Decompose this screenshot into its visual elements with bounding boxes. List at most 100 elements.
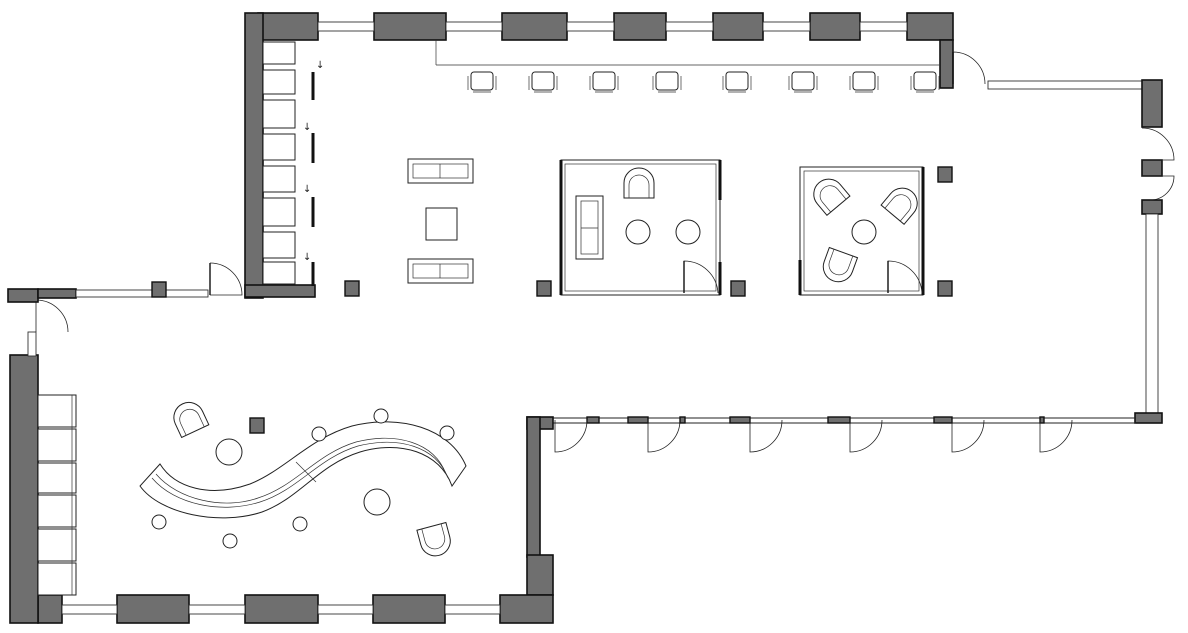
window — [762, 21, 811, 32]
booth-bench — [262, 99, 296, 129]
wall-segment — [526, 554, 554, 596]
wall-segment — [244, 284, 316, 298]
booth-seat — [37, 462, 77, 494]
armchair — [173, 402, 210, 439]
exterior-walls — [7, 12, 1175, 624]
office-doors — [554, 416, 1073, 453]
window — [665, 21, 714, 32]
stool — [373, 408, 389, 424]
columns — [249, 166, 953, 434]
window-bench-counter — [435, 40, 940, 66]
wall-segment — [526, 416, 541, 558]
serpentine-sofa — [139, 421, 467, 519]
jamb — [1039, 416, 1045, 424]
booth-bench — [262, 231, 296, 259]
stool — [439, 425, 455, 441]
wall-segment — [501, 12, 568, 41]
stool — [222, 533, 238, 549]
door-swing — [849, 419, 883, 453]
wall-segment — [37, 288, 77, 299]
side-table — [851, 219, 877, 245]
wall-segment — [257, 12, 319, 41]
office-chair — [910, 71, 940, 93]
wall-segment — [939, 39, 954, 89]
wall-segment — [116, 594, 190, 624]
wall-segment — [372, 594, 446, 624]
door-arrow: ↓ — [303, 122, 311, 133]
armchair — [880, 187, 918, 226]
window — [317, 604, 374, 615]
office-chair — [528, 71, 558, 93]
booth-seat — [37, 562, 77, 596]
jamb — [679, 416, 686, 424]
window — [317, 21, 375, 32]
round-table — [215, 438, 243, 466]
door-swing — [749, 419, 783, 453]
wall-segment — [1134, 412, 1163, 424]
wall-segment — [373, 12, 447, 41]
window — [27, 331, 37, 357]
jamb — [627, 416, 649, 424]
wall-segment — [499, 594, 554, 624]
wall-segment — [809, 12, 861, 41]
wall-segment — [244, 594, 319, 624]
door-swing — [647, 419, 681, 453]
wall-booths — [37, 394, 77, 596]
stool — [311, 426, 327, 442]
side-table — [675, 219, 701, 245]
door-swing — [952, 51, 986, 85]
counter-chairs — [467, 71, 940, 93]
column — [536, 280, 552, 297]
wall-segment — [906, 12, 954, 41]
door-swing — [209, 262, 243, 296]
sofa — [407, 158, 474, 184]
booth-seat — [37, 394, 77, 428]
office-chair — [722, 71, 752, 93]
office-chair — [788, 71, 818, 93]
wall-segment — [613, 12, 667, 41]
booth-bench — [262, 197, 296, 227]
wall-segment — [1141, 159, 1163, 177]
armchair — [416, 521, 451, 557]
office-chair — [849, 71, 879, 93]
booth-bench — [262, 261, 296, 285]
door-arrow: ↓ — [316, 60, 324, 71]
door-swing — [554, 419, 588, 453]
window — [859, 21, 908, 32]
booth-seat — [37, 494, 77, 528]
round-table — [363, 488, 391, 516]
booth-seat — [37, 528, 77, 562]
booth-bench — [262, 41, 296, 65]
door-arrow: ↓ — [303, 252, 311, 263]
window — [75, 289, 209, 298]
window — [566, 21, 615, 32]
meeting-room-a — [559, 159, 722, 296]
phone-booths: ↓ ↓ ↓ ↓ — [262, 41, 324, 286]
column — [730, 280, 746, 297]
booth-bench — [262, 133, 296, 161]
door-swing — [1142, 175, 1175, 201]
door-swing — [887, 260, 923, 294]
window — [188, 604, 246, 615]
office-chair — [467, 71, 497, 93]
column — [344, 280, 360, 297]
window — [444, 604, 501, 615]
window — [61, 604, 118, 615]
wall-segment — [1141, 199, 1163, 215]
column — [937, 166, 953, 183]
armchair — [813, 178, 851, 217]
stool — [151, 514, 167, 530]
meeting-room-b — [798, 166, 925, 296]
side-table — [625, 219, 651, 245]
column — [151, 281, 167, 298]
jamb — [586, 416, 600, 424]
office-chair — [589, 71, 619, 93]
sofa — [575, 195, 604, 260]
stool — [292, 516, 308, 532]
wall-segment — [9, 354, 39, 624]
booth-bench — [262, 69, 296, 95]
wall-segment — [7, 288, 39, 303]
column — [249, 417, 265, 434]
booth-seat — [37, 428, 77, 462]
